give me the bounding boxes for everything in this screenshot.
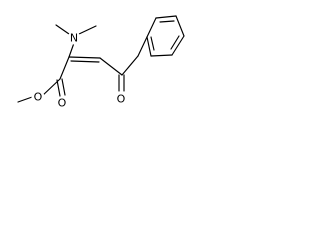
ester-carbonyl-double-bond-right (61, 78, 66, 96)
ketone-oxygen-label-background (114, 92, 128, 106)
ketone-to-methylene-bond (121, 55, 139, 76)
phenyl-bond-1 (146, 17, 157, 38)
phenyl-inner-double-bond-2 (170, 35, 180, 50)
nitrogen-label-background (67, 31, 81, 45)
n-to-vinyl-carbon-bond (68, 42, 75, 58)
ester-ether-oxygen-atom-label: O (34, 91, 43, 104)
phenyl-bond-2 (155, 15, 177, 19)
phenyl-bond-5 (150, 54, 173, 57)
structure-canvas: N O O O (0, 0, 210, 138)
phenyl-inner-double-bond-1 (159, 20, 175, 23)
alpha-carbon-to-ester-carbon-bond (59, 56, 70, 80)
methylene-to-phenyl-bond (137, 36, 148, 57)
nitrogen-atom-label: N (70, 32, 78, 45)
n-methyl-left-bond (55, 24, 70, 35)
chemical-structure-diagram: N O O O (17, 15, 185, 110)
phenyl-bond-4 (171, 35, 185, 56)
ester-carbonyl-oxygen-atom-label: O (58, 97, 67, 110)
atom-labels: N O O O (31, 31, 128, 110)
alkene-double-bond-main (68, 56, 101, 59)
phenyl-inner-double-bond-3 (150, 36, 155, 51)
phenyl-bond-6 (146, 36, 152, 57)
phenyl-bond-3 (175, 15, 185, 37)
ester-carbonyl-oxygen-label-background (55, 96, 69, 110)
ketone-oxygen-atom-label: O (117, 93, 126, 106)
n-methyl-right-bond (78, 25, 97, 35)
alpha-carbon-to-ketone-bond (99, 57, 123, 76)
ester-ether-oxygen-label-background (31, 90, 45, 104)
bonds (17, 15, 185, 103)
ester-carbonyl-double-bond-left (56, 79, 61, 97)
alkene-double-bond-inner (70, 60, 100, 63)
